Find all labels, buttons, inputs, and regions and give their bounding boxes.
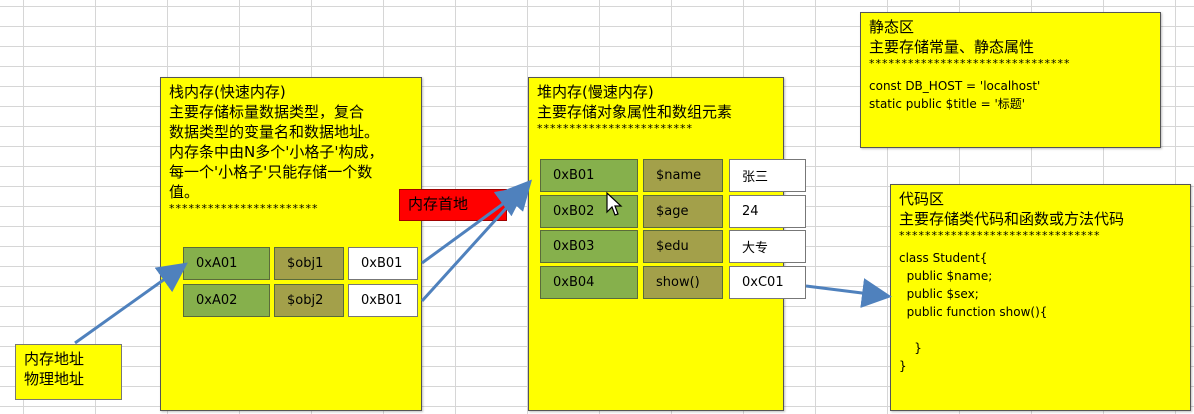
code-area-separator: ******************************* xyxy=(899,229,1101,242)
heap-separator: ************************ xyxy=(537,122,693,135)
stack-value-cell: 0xB01 xyxy=(348,247,418,280)
stack-var-cell: $obj2 xyxy=(274,284,344,317)
physical-address-label: 内存地址 物理地址 xyxy=(15,344,122,400)
static-separator: ******************************* xyxy=(869,57,1071,70)
stack-title: 栈内存(快速内存) xyxy=(169,83,286,101)
static-title: 静态区 xyxy=(869,18,915,36)
mouse-cursor-icon xyxy=(606,191,623,216)
stack-addr-cell: 0xA01 xyxy=(183,247,270,280)
memory-start-label: 内存首地 xyxy=(399,189,507,221)
heap-var-cell: show() xyxy=(643,266,723,299)
stack-memory-box: 栈内存(快速内存) 主要存储标量数据类型，复合 数据类型的变量名和数据地址。 内… xyxy=(160,77,422,411)
heap-value-cell: 张三 xyxy=(729,159,806,192)
static-description: 主要存储常量、静态属性 xyxy=(869,38,1035,56)
heap-addr-cell: 0xB04 xyxy=(540,266,638,299)
heap-var-cell: $name xyxy=(643,159,723,192)
heap-value-cell: 大专 xyxy=(729,230,806,263)
arrow-show-to-code xyxy=(805,278,892,308)
heap-value-cell: 24 xyxy=(729,195,806,228)
code-area-description: 主要存储类代码和函数或方法代码 xyxy=(899,210,1125,228)
heap-addr-cell: 0xB02 xyxy=(540,195,638,228)
heap-addr-cell: 0xB03 xyxy=(540,230,638,263)
heap-description: 主要存储对象属性和数组元素 xyxy=(537,103,733,121)
heap-var-cell: $age xyxy=(643,195,723,228)
static-code: const DB_HOST = 'localhost' static publi… xyxy=(869,79,1041,111)
stack-addr-cell: 0xA02 xyxy=(183,284,270,317)
heap-addr-cell: 0xB01 xyxy=(540,159,638,192)
code-area-box: 代码区 主要存储类代码和函数或方法代码 ********************… xyxy=(890,184,1191,411)
static-area-box: 静态区 主要存储常量、静态属性 ************************… xyxy=(860,12,1161,148)
stack-description: 主要存储标量数据类型，复合 数据类型的变量名和数据地址。 内存条中由N多个'小格… xyxy=(169,103,384,201)
heap-var-cell: $edu xyxy=(643,230,723,263)
code-area-title: 代码区 xyxy=(899,190,945,208)
heap-value-cell: 0xC01 xyxy=(729,266,806,299)
stack-var-cell: $obj1 xyxy=(274,247,344,280)
stack-separator: *********************** xyxy=(169,202,319,215)
stack-value-cell: 0xB01 xyxy=(348,284,418,317)
code-area-code: class Student{ public $name; public $sex… xyxy=(899,251,1048,373)
heap-title: 堆内存(慢速内存) xyxy=(537,83,654,101)
